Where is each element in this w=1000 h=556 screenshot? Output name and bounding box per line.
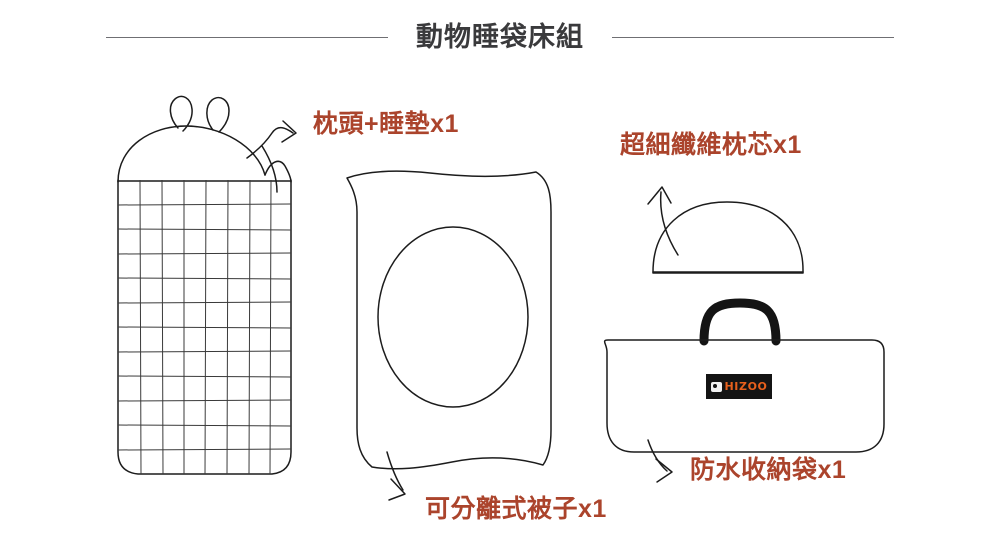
arrow-storage-bag-curve <box>647 439 668 472</box>
detachable-blanket <box>346 170 552 470</box>
sleeping-bag-ear-right <box>206 96 230 133</box>
title-rule-right <box>612 36 894 38</box>
microfiber-pillow-core <box>652 201 804 274</box>
pillow-core-dome <box>652 201 804 274</box>
arrow-blanket-curve <box>386 451 404 491</box>
storage-bag-brand-patch: HIZOO <box>706 374 772 399</box>
storage-bag-handle <box>699 298 781 346</box>
sleeping-bag-hood <box>117 125 266 183</box>
title-row: 動物睡袋床組 <box>0 14 1000 60</box>
hizoo-logo-icon <box>710 381 722 392</box>
brand-name: HIZOO <box>724 380 768 393</box>
arrow-pillow-core-curve <box>659 191 679 256</box>
arrow-pillow-pad-curve <box>246 126 294 159</box>
arrow-storage-bag-head <box>655 458 673 483</box>
arrow-pillow-pad-head <box>281 120 297 143</box>
page-title: 動物睡袋床組 <box>416 21 584 52</box>
sleeping-bag-ear-left <box>169 95 193 132</box>
waterproof-storage-bag <box>603 298 885 453</box>
callout-label-pillow-pad: 枕頭+睡墊x1 <box>313 110 459 138</box>
sleeping-bag-hood-right <box>264 160 292 183</box>
sleeping-bag-grid <box>118 180 291 474</box>
animal-sleeping-bag <box>117 95 292 475</box>
title-rule-left <box>106 36 388 38</box>
sleeping-bag-hood-flap <box>261 145 278 193</box>
arrow-pillow-core-head <box>647 186 672 205</box>
storage-bag-body <box>603 339 885 453</box>
blanket-center-oval <box>377 226 529 408</box>
callout-label-pillow-core: 超細纖維枕芯x1 <box>620 131 802 159</box>
blanket-outline <box>346 170 552 470</box>
callout-label-blanket: 可分離式被子x1 <box>425 495 607 523</box>
arrow-blanket-head <box>388 478 406 501</box>
callout-label-storage-bag: 防水收納袋x1 <box>690 456 847 484</box>
